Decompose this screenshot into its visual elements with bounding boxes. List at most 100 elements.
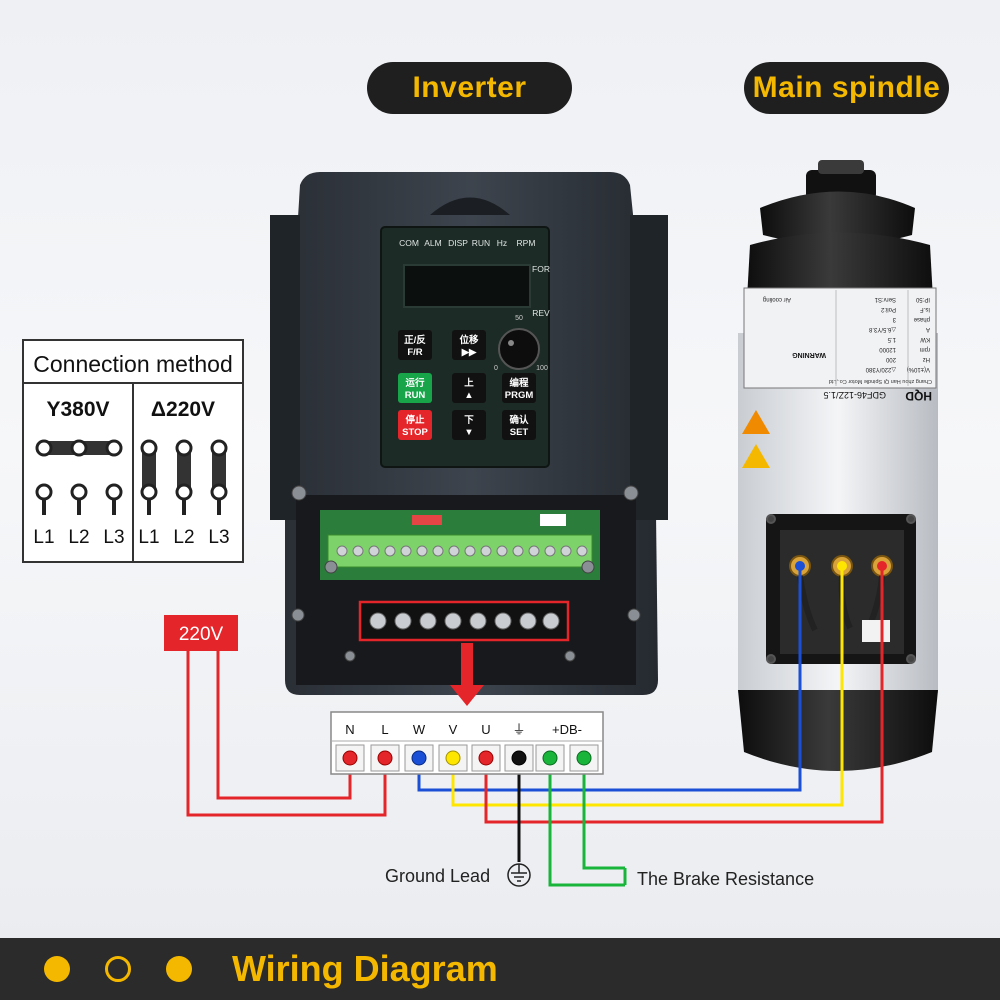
carousel-dot-3[interactable] (166, 956, 192, 982)
ground-lead-label: Ground Lead (385, 866, 490, 886)
up-key[interactable] (452, 373, 486, 403)
shift-key[interactable] (452, 330, 486, 360)
wire-w-blue (417, 566, 802, 792)
terminal-u (478, 750, 494, 766)
terminal-label-l1: L1 (33, 527, 54, 548)
wire-supply-l (186, 650, 387, 817)
delta-connection (140, 439, 228, 515)
rating-value: △220/Y380 (865, 366, 896, 372)
indicator-hz: Hz (497, 238, 507, 248)
dip-switch (412, 515, 442, 525)
wire-supply-n (216, 650, 352, 800)
key-label: 确认 (509, 414, 529, 426)
main-spindle-title: Main spindle (744, 62, 949, 114)
key-label: 正/反 (404, 334, 426, 346)
supply-voltage-badge (164, 615, 238, 651)
power-terminals (358, 600, 570, 642)
terminal-label-l3: L3 (208, 527, 229, 548)
prgm-key[interactable] (502, 373, 536, 403)
key-label: 运行 (405, 377, 425, 389)
terminal-u-label: U (481, 722, 490, 737)
rating-key: Is.F (920, 306, 930, 312)
down-key[interactable] (452, 410, 486, 440)
knob-scale-50: 50 (515, 315, 523, 322)
red-arrow (450, 643, 484, 706)
rating-value: Serv:S1 (874, 296, 896, 302)
terminal-v-label: V (449, 722, 458, 737)
indicator-rev: REV (532, 308, 550, 318)
indicator-for: FOR (532, 264, 550, 274)
rating-key: rpm (920, 346, 930, 352)
run-key[interactable] (398, 373, 432, 403)
warning-icon (742, 410, 770, 434)
model-number: GDF46-12Z/1.5 (823, 390, 886, 400)
inverter-title: Inverter (367, 62, 572, 114)
terminal-v (445, 750, 461, 766)
knob-marker (508, 340, 514, 346)
terminal-db-minus (576, 750, 592, 766)
terminal-db-label: +DB- (552, 722, 582, 737)
cable-tag (862, 620, 890, 642)
indicator-com: COM (399, 238, 419, 248)
rating-key: KW (920, 336, 930, 342)
wire-u-red (484, 566, 884, 824)
wires (186, 566, 884, 887)
key-label: STOP (402, 427, 428, 438)
rating-key: Hz (923, 356, 930, 362)
terminal-db-plus (542, 750, 558, 766)
terminal-label-l2: L2 (68, 527, 89, 548)
rating-value: 200 (885, 356, 896, 362)
connection-method-title: Connection method (33, 351, 232, 377)
set-key[interactable] (502, 410, 536, 440)
star-connection (35, 439, 123, 515)
connection-method-box: Connection method Y380V Δ220V (22, 339, 244, 563)
inverter-side (630, 215, 668, 520)
wire-brake-2 (582, 760, 625, 870)
terminal-label-l2: L2 (173, 527, 194, 548)
terminal-w (411, 750, 427, 766)
led-display (403, 264, 531, 308)
terminal-block: N L W V U ⏚ +DB- (330, 711, 604, 775)
terminal-label-l3: L3 (103, 527, 124, 548)
key-label: RUN (405, 390, 426, 401)
stop-key[interactable] (398, 410, 432, 440)
star-label: Y380V (46, 398, 109, 421)
terminal-label-l1: L1 (138, 527, 159, 548)
speed-knob[interactable] (498, 328, 540, 370)
supply-voltage-label: 220V (179, 624, 224, 645)
rating-key: V(±10%) (907, 366, 930, 372)
key-label: PRGM (505, 390, 534, 401)
rating-value: Poli:2 (880, 306, 896, 312)
rating-key: IP:50 (915, 296, 930, 302)
rating-value: 3 (892, 316, 896, 322)
key-label: ▶▶ (461, 347, 478, 358)
carousel-dot-2[interactable] (105, 956, 131, 982)
connector (540, 514, 566, 526)
terminal-l-label: L (381, 722, 388, 737)
terminal-l (377, 750, 393, 766)
maker-name: Chang zhou Han Qi Spindle Motor Co.,Ltd (829, 378, 932, 384)
wire-brake-1 (548, 760, 625, 887)
fr-key[interactable] (398, 330, 432, 360)
carousel-dot-1[interactable] (44, 956, 70, 982)
inverter-notch (430, 197, 510, 215)
key-label: SET (510, 427, 529, 438)
key-label: F/R (407, 347, 422, 358)
ground-symbol-icon (507, 863, 531, 887)
knob-scale-100: 100 (536, 365, 548, 372)
footer-bar (0, 938, 1000, 1000)
inverter-side (270, 215, 300, 520)
terminal-n (342, 750, 358, 766)
terminal-n-label: N (345, 722, 354, 737)
terminal-ground-label: ⏚ (512, 722, 525, 737)
spindle-cap (760, 191, 915, 245)
key-label: 编程 (509, 377, 529, 389)
terminal-w-label: W (413, 722, 426, 737)
terminal-ground (511, 750, 527, 766)
key-label: 位移 (459, 334, 479, 346)
spindle-collet (818, 160, 864, 174)
rating-plate: HQD GDF46-12Z/1.5 Chang zhou Han Qi Spin… (743, 287, 937, 403)
key-label: ▼ (464, 427, 473, 438)
rating-key: phase (913, 316, 930, 322)
footer-title: Wiring Diagram (232, 948, 498, 989)
